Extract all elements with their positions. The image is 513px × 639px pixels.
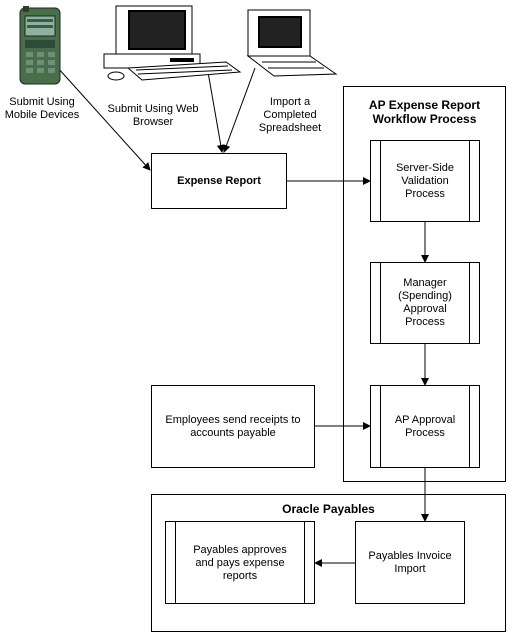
process-server-validation: Server-Side Validation Process bbox=[370, 140, 480, 222]
process-server-validation-label: Server-Side Validation Process bbox=[395, 161, 455, 200]
payables-approves-pays-process: Payables approves and pays expense repor… bbox=[165, 521, 315, 604]
spreadsheet-source-label: Import a Completed Spreadsheet bbox=[258, 96, 322, 134]
process-manager-approval: Manager (Spending) Approval Process bbox=[370, 262, 480, 344]
receipts-box: Employees send receipts to accounts paya… bbox=[151, 385, 315, 468]
payables-container bbox=[151, 494, 506, 632]
arrow-spreadsheet-to-report bbox=[222, 67, 256, 153]
process-ap-approval-label: AP Approval Process bbox=[394, 413, 456, 439]
process-manager-approval-label: Manager (Spending) Approval Process bbox=[398, 277, 452, 328]
process-ap-approval: AP Approval Process bbox=[370, 385, 480, 468]
mobile-source-label: Submit Using Mobile Devices bbox=[4, 96, 80, 121]
expense-report-box: Expense Report bbox=[151, 153, 287, 209]
payables-approves-pays-label: Payables approves and pays expense repor… bbox=[193, 544, 287, 582]
arrow-web-to-report bbox=[207, 71, 225, 153]
payables-title: Oracle Payables bbox=[282, 502, 375, 516]
workflow-container bbox=[343, 86, 506, 482]
payables-invoice-import-label: Payables Invoice Import bbox=[368, 549, 452, 575]
web-source-label: Submit Using Web Browser bbox=[107, 103, 199, 128]
workflow-title: AP Expense Report Workflow Process bbox=[368, 98, 481, 126]
arrow-mobile-to-report bbox=[57, 67, 151, 171]
payables-invoice-import-box: Payables Invoice Import bbox=[355, 521, 465, 604]
receipts-label: Employees send receipts to accounts paya… bbox=[165, 413, 301, 439]
